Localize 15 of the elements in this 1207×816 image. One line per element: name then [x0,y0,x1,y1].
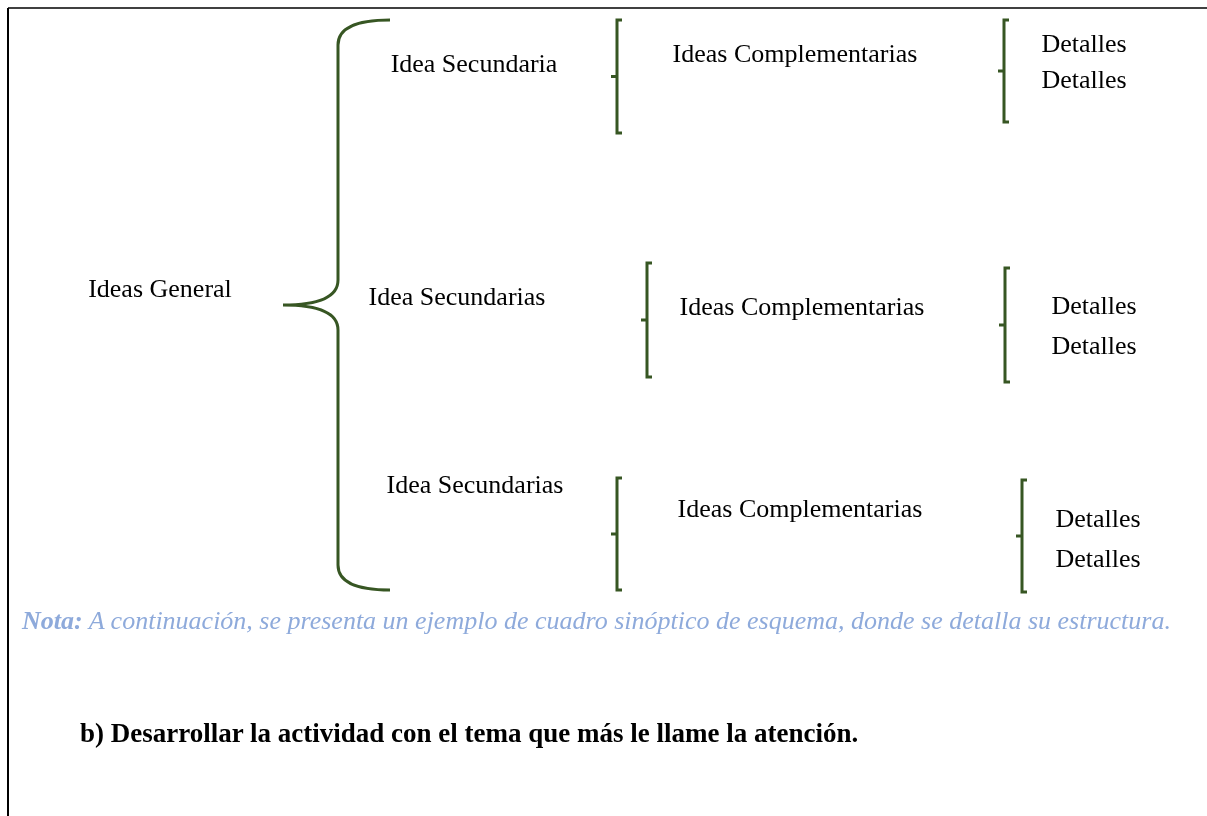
note-caption: Nota: A continuación, se presenta un ejemplo de cuadro sinóptico de esquema, donde se detalla su estructura. [22,605,1172,637]
secondary-idea-text: Idea Secundarias [367,281,547,313]
detail-text: Detalles [1050,290,1138,322]
secondary-idea-text: Idea Secundarias [385,469,565,501]
complementary-ideas-text: Ideas Complementarias [678,291,926,323]
complementary-ideas-text: Ideas Complementarias [676,493,924,525]
complementary-ideas-text: Ideas Complementarias [671,38,919,70]
detail-text: Detalles [1040,28,1128,60]
detail-text: Detalles [1054,543,1142,575]
detail-text: Detalles [1050,330,1138,362]
main-idea-text: Ideas General [87,273,233,305]
secondary-idea-text: Idea Secundaria [389,48,559,80]
detail-text: Detalles [1054,503,1142,535]
detail-text: Detalles [1040,64,1128,96]
instruction-text: b) Desarrollar la actividad con el tema que más le llame la atención. [80,718,859,749]
